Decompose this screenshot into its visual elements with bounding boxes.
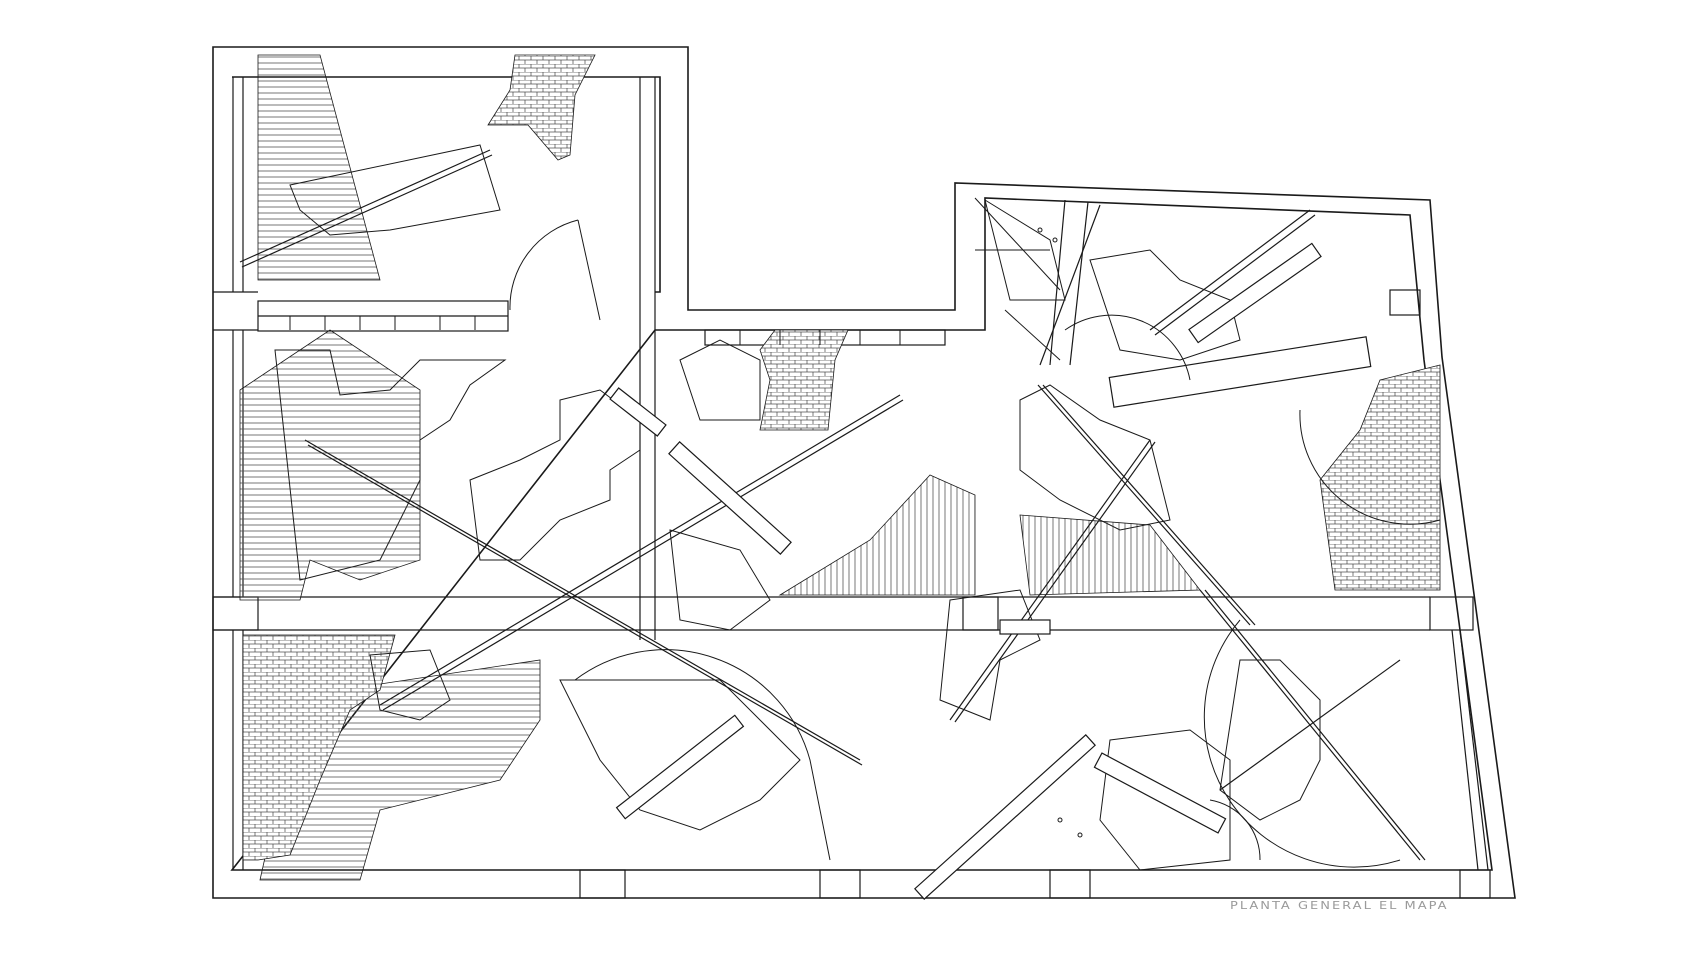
wall-benches <box>260 315 901 345</box>
furniture-blocks <box>609 242 1322 900</box>
tile-floor-zones <box>242 54 1441 861</box>
diagonal-beams <box>239 149 1426 861</box>
hatched-floor-zones <box>239 54 1201 881</box>
outer-walls <box>212 46 1516 899</box>
door-swings <box>509 219 1441 868</box>
service-room-lines <box>974 197 1083 838</box>
interior-walls <box>212 77 1491 899</box>
drawing-caption: PLANTA GENERAL EL MAPA <box>1230 900 1449 912</box>
